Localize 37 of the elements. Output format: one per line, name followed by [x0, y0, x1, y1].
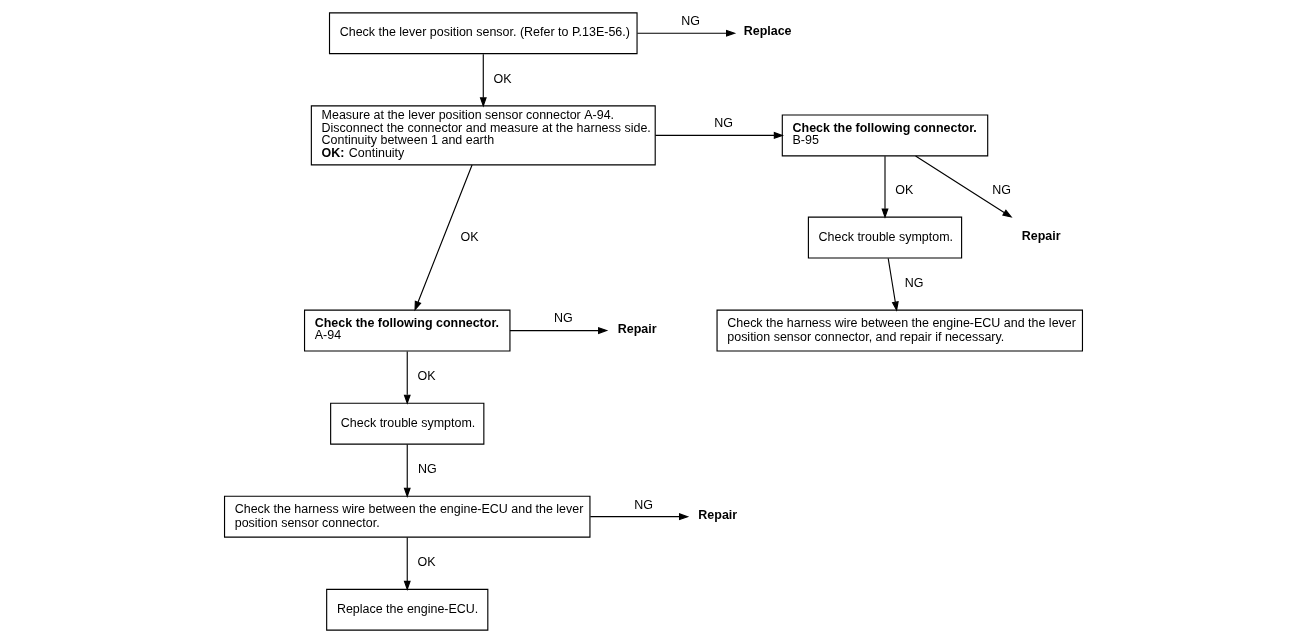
node-box: Check the lever position sensor. (Refer to P.13E-56.): [328, 12, 638, 55]
edge-label: OK: [493, 71, 512, 86]
node-text: Repair: [617, 321, 657, 336]
edge-label: NG: [681, 14, 701, 29]
node-text: Replace: [743, 24, 792, 39]
arrow: [403, 536, 411, 591]
node-text: Repair: [1021, 228, 1061, 243]
node-box: Check the harness wire between the engine-ECU and the lever position sensor connector.: [223, 495, 591, 538]
edge-label: OK: [417, 369, 436, 384]
arrow: [636, 29, 737, 37]
node-text: Repair: [698, 507, 738, 522]
arrow: [881, 155, 889, 219]
arrow: [887, 257, 899, 312]
node-box: Check the harness wire between the engine-ECU and the lever position sensor connector, and repair if necessary.: [716, 309, 1084, 352]
arrow: [654, 131, 784, 139]
node-box: Replace the engine-ECU.: [326, 588, 489, 631]
edge-label: NG: [634, 497, 653, 512]
edge-label: NG: [714, 116, 733, 131]
arrow: [509, 327, 609, 335]
edge-label: NG: [992, 183, 1011, 198]
node-box: Check trouble symptom.: [330, 402, 485, 445]
edge-label: NG: [553, 311, 573, 326]
edge-label: NG: [418, 462, 437, 477]
edge-label: OK: [895, 183, 914, 198]
node-box: Check trouble symptom.: [807, 216, 963, 259]
edge-label: OK: [460, 229, 479, 244]
arrow: [403, 443, 411, 498]
arrow: [589, 513, 690, 521]
node-box: Measure at the lever position sensor connector A-94. Disconnect the connector and measure at the harness side. Continuity between 1 and earth OK: Continuity: [310, 105, 656, 166]
edge-label: NG: [904, 276, 924, 291]
node-box: Check the following connector. A-94: [303, 309, 511, 352]
arrow: [414, 164, 473, 312]
edge-label: OK: [417, 555, 436, 570]
arrow: [403, 350, 411, 405]
arrow: [915, 155, 1013, 218]
arrow: [479, 53, 487, 108]
node-box: Check the following connector. B-95: [781, 114, 989, 157]
